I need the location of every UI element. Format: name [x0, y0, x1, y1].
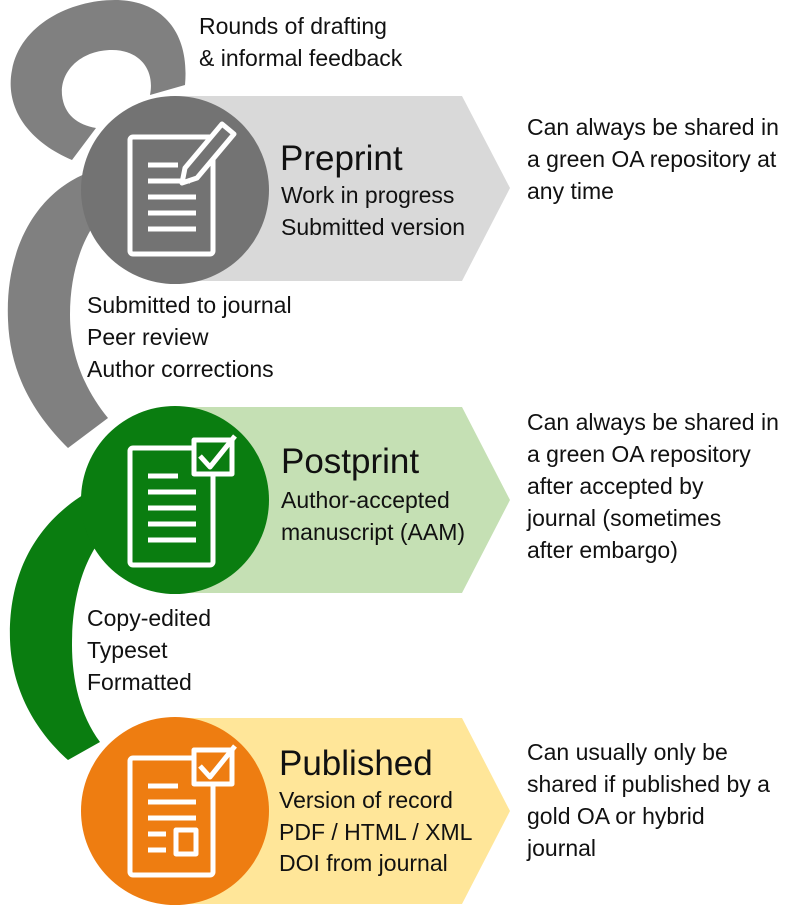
note-line: journal (sometimes — [527, 505, 722, 531]
note-line: a green OA repository — [527, 441, 751, 467]
preprint-title: Preprint — [280, 139, 403, 178]
description-line: Author-accepted — [281, 487, 450, 513]
note-line: after embargo) — [527, 537, 678, 563]
transition-line: Submitted to journal — [87, 292, 292, 318]
description-line: manuscript (AAM) — [281, 518, 466, 545]
postprint-sharing-note: Can always be shared in a green OA repos… — [527, 406, 779, 566]
description-line: Work in progress — [281, 182, 455, 208]
note-line: a green OA repository at — [527, 146, 777, 172]
review-connector-arrow — [7, 170, 115, 448]
note-line: shared if published by a — [527, 771, 770, 797]
transition-label-production: Copy-edited Typeset Formatted — [87, 602, 211, 698]
transition-label-drafting: Rounds of drafting & informal feedback — [199, 10, 402, 74]
transition-line: Peer review — [87, 324, 209, 350]
postprint-title: Postprint — [281, 442, 420, 481]
note-line: gold OA or hybrid — [527, 803, 705, 829]
note-line: Can always be shared in — [527, 114, 779, 140]
transition-label-review: Submitted to journal Peer review Author … — [87, 289, 292, 385]
postprint-description: Author-accepted manuscript (AAM) — [281, 485, 465, 548]
note-line: journal — [527, 835, 597, 861]
transition-line: Typeset — [87, 637, 168, 663]
note-line: Can always be shared in — [527, 409, 779, 435]
published-description: Version of record PDF / HTML / XML DOI f… — [279, 785, 472, 880]
transition-line: Author corrections — [87, 356, 274, 382]
document-pencil-icon — [127, 121, 237, 257]
transition-line: & informal feedback — [199, 45, 403, 71]
preprint-sharing-note: Can always be shared in a green OA repos… — [527, 111, 779, 207]
note-line: any time — [527, 178, 614, 204]
transition-line: Rounds of drafting — [199, 13, 387, 39]
transition-line: Copy-edited — [87, 605, 212, 631]
published-sharing-note: Can usually only be shared if published … — [527, 736, 770, 864]
document-check-icon — [127, 434, 237, 568]
feedback-loop-arrow — [10, 0, 186, 160]
note-line: Can usually only be — [527, 739, 728, 765]
description-line: Submitted version — [281, 213, 466, 240]
description-line: Version of record — [279, 787, 453, 813]
transition-line: Formatted — [87, 669, 192, 695]
note-line: after accepted by — [527, 473, 704, 499]
description-line: DOI from journal — [279, 850, 448, 876]
published-title: Published — [279, 744, 433, 783]
production-connector-arrow — [9, 488, 118, 760]
document-layout-check-icon — [127, 744, 237, 878]
preprint-description: Work in progress Submitted version — [281, 180, 465, 243]
description-line: PDF / HTML / XML — [279, 818, 473, 845]
